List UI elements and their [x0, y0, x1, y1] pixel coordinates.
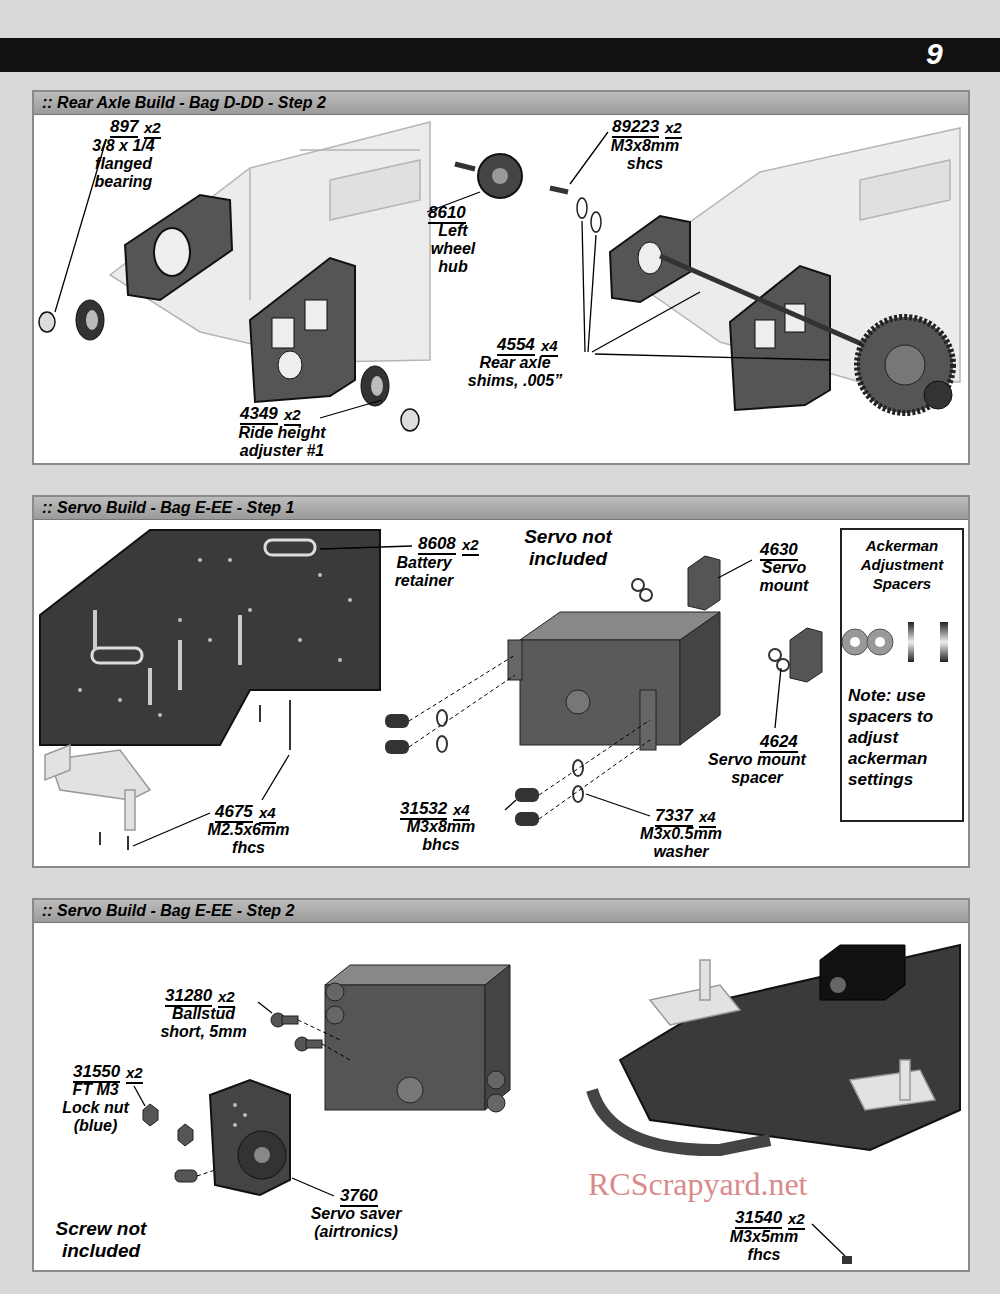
callout-number: 4624: [760, 732, 798, 753]
quantity: x2: [665, 118, 682, 139]
part-name: M3x0.5mm washer: [630, 825, 732, 861]
quantity: x2: [462, 535, 479, 556]
callout-number: 8610: [428, 203, 466, 224]
quantity: x4: [541, 336, 558, 357]
watermark: RCScrapyard.net: [588, 1166, 808, 1202]
part-name: Left wheel hub: [423, 222, 483, 276]
note-text: Screw not included: [45, 1218, 157, 1262]
step-heading: :: Servo Build - Bag E-EE - Step 2: [34, 900, 968, 923]
part-name: Ballstud short, 5mm: [155, 1005, 252, 1041]
quantity: x2: [126, 1063, 143, 1084]
quantity: x4: [259, 803, 276, 824]
quantity: x2: [218, 987, 235, 1008]
part-name: M2.5x6mm fhcs: [200, 821, 297, 857]
callout-number: 897: [110, 117, 138, 138]
note-heading: Ackerman Adjustment Spacers: [848, 536, 956, 593]
step-panel: :: Servo Build - Bag E-EE - Step 2: [32, 898, 970, 1272]
callout-number: 89223: [612, 117, 659, 138]
part-name: Servo mount: [753, 559, 815, 595]
callout-number: 31280: [165, 986, 212, 1007]
part-name: Servo saver (airtronics): [305, 1205, 407, 1241]
callout-number: 4630: [760, 540, 798, 561]
quantity: x4: [453, 800, 470, 821]
callout-number: 8608: [418, 534, 456, 555]
part-name: M3x5mm fhcs: [725, 1228, 803, 1264]
callout-number: 4349: [240, 404, 278, 425]
callout-number: 31550: [73, 1062, 120, 1083]
callout-number: 4554: [497, 335, 535, 356]
quantity: x2: [284, 405, 301, 426]
part-name: M3x8mm shcs: [605, 137, 685, 173]
step-panel: :: Servo Build - Bag E-EE - Step 1Ackerm…: [32, 495, 970, 868]
page-number: 9: [926, 37, 943, 71]
step-panel: :: Rear Axle Build - Bag D-DD - Step 2: [32, 90, 970, 465]
quantity: x2: [144, 118, 161, 139]
part-name: Ride height adjuster #1: [222, 424, 342, 460]
callout-number: 7337: [655, 806, 693, 827]
callout-number: 4675: [215, 802, 253, 823]
step-heading: :: Rear Axle Build - Bag D-DD - Step 2: [34, 92, 968, 115]
callout-number: 31540: [735, 1208, 782, 1229]
callout-number: 31532: [400, 799, 447, 820]
part-name: Rear axle shims, .005”: [460, 354, 570, 390]
note-text: Note: use spacers to adjust ackerman set…: [848, 685, 956, 790]
quantity: x2: [788, 1209, 805, 1230]
part-name: 3/8 x 1/4 flanged bearing: [76, 137, 171, 191]
step-heading: :: Servo Build - Bag E-EE - Step 1: [34, 497, 968, 520]
callout-number: 3760: [340, 1186, 378, 1207]
part-name: FT M3 Lock nut (blue): [57, 1081, 134, 1135]
part-name: Battery retainer: [383, 554, 465, 590]
quantity: x4: [699, 807, 716, 828]
note-box: Ackerman Adjustment SpacersNote: use spa…: [840, 528, 964, 822]
part-name: M3x8mm bhcs: [400, 818, 482, 854]
note-text: Servo not included: [512, 526, 624, 570]
part-name: Servo mount spacer: [703, 751, 811, 787]
